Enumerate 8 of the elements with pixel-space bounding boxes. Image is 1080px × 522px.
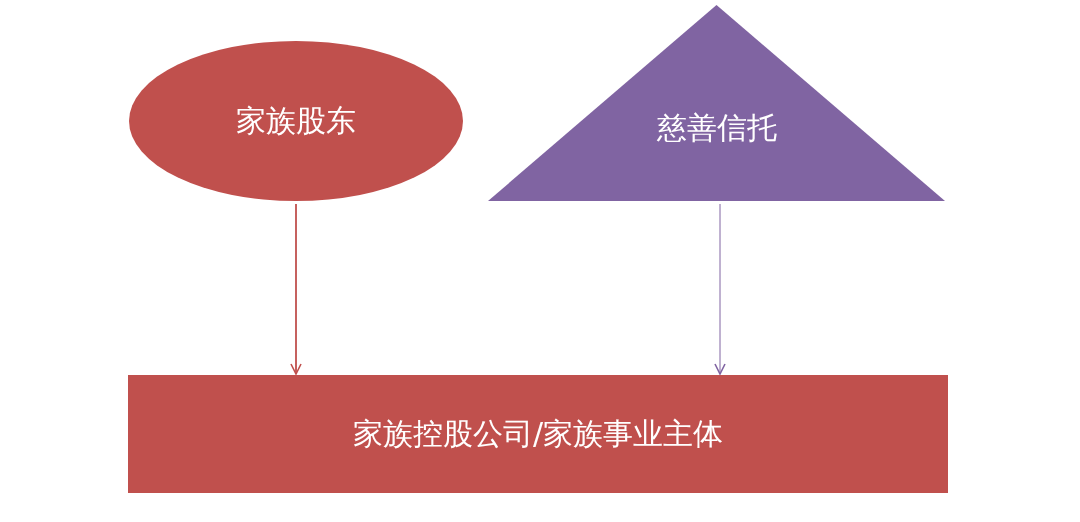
node-label: 慈善信托 xyxy=(656,109,777,147)
node-label: 家族控股公司/家族事业主体 xyxy=(352,414,724,453)
arrow xyxy=(714,203,726,375)
node-label: 家族股东 xyxy=(236,101,356,140)
triangle-node xyxy=(488,5,945,201)
arrow xyxy=(290,203,302,375)
ellipse-node xyxy=(129,41,463,201)
process-box xyxy=(128,375,948,493)
